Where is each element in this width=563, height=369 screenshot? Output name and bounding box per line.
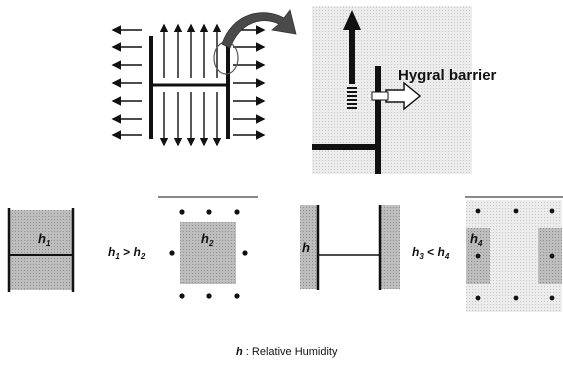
relation-h1-gt-h2: h1 > h2 [108,245,146,261]
panel-h3: h [300,205,400,290]
h4-label: h4 [470,231,483,248]
panel-h4: h4 [465,196,563,312]
panel-h2: h2 [158,196,258,299]
left-arrows [111,25,142,140]
hollow-arrow [371,81,422,111]
i-section [149,36,230,139]
up-moisture-arrow-head [343,10,361,30]
hygral-barrier-label: Hygral barrier [398,67,497,84]
up-arrows [159,23,222,78]
drying-section-diagram [111,23,266,147]
legend-relative-humidity: h : Relative Humidity [236,346,338,358]
h2-dots [169,209,248,299]
h3-box-label: h [302,240,310,255]
h2-label: h2 [201,231,214,248]
panel-h1: h1 [7,208,75,292]
h4-dots [475,208,555,301]
arrow-stripes [347,87,357,109]
h1-label: h1 [38,231,51,248]
right-arrows [233,25,266,140]
curved-pointer-arrow [221,9,297,49]
down-arrows [159,92,222,147]
relation-h3-lt-h4: h3 < h4 [412,245,450,261]
hygral-barrier-detail: Hygral barrier [312,6,497,174]
